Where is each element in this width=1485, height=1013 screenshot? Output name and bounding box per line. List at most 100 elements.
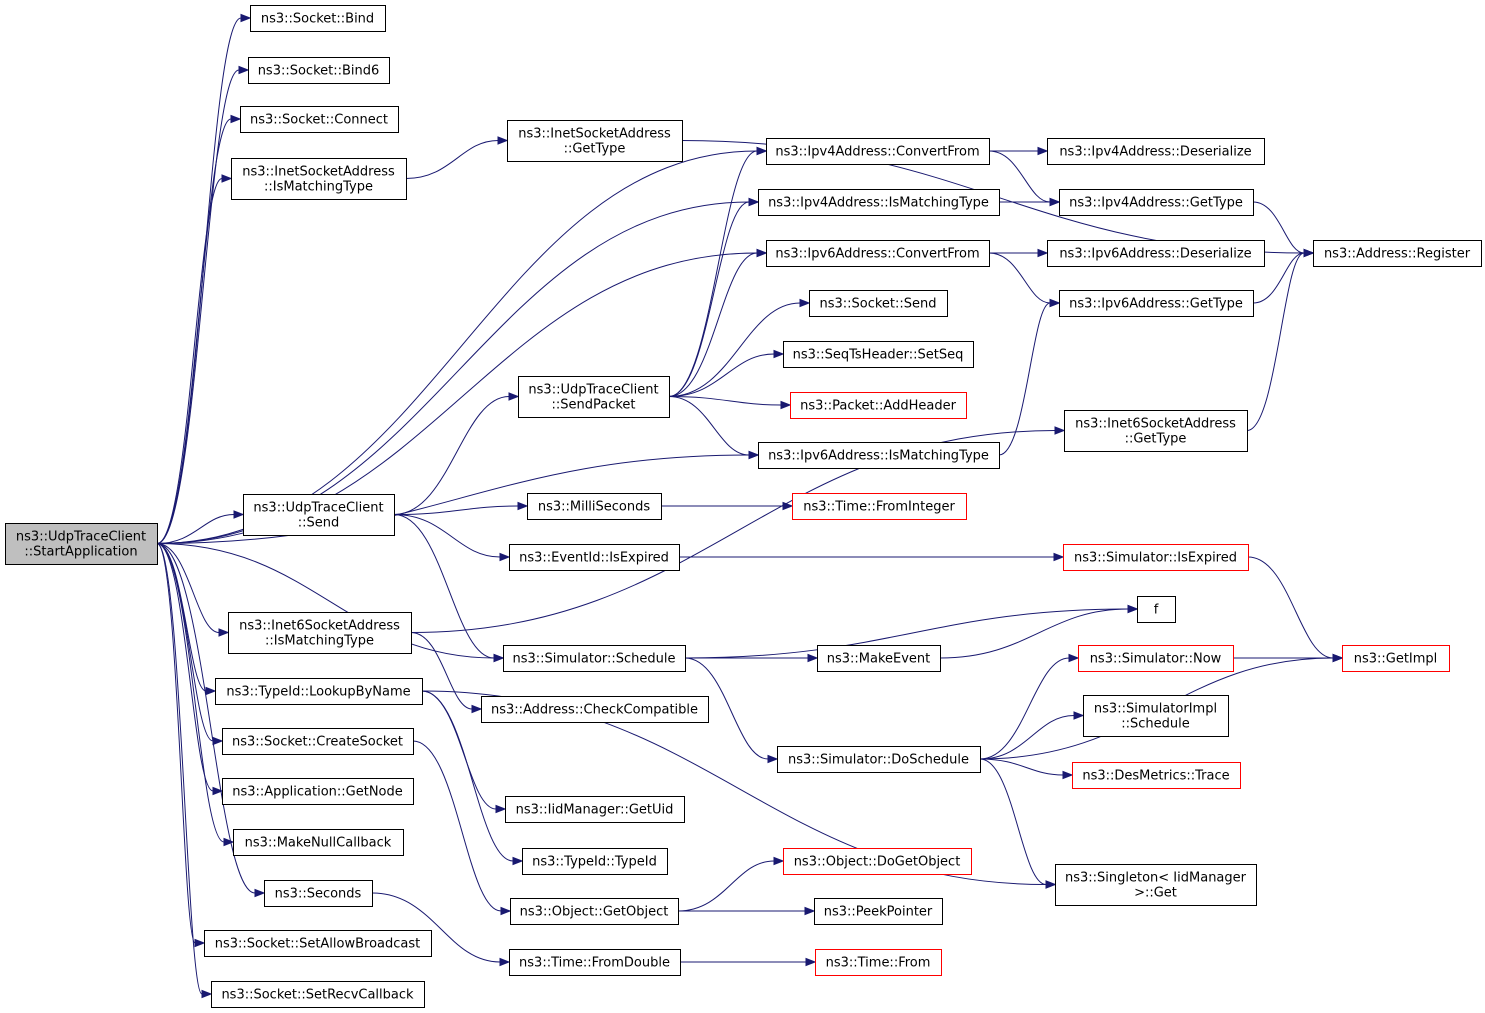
node-box (231, 158, 407, 200)
arrowhead (1037, 248, 1049, 258)
node-label: ns3::Inet6SocketAddress (239, 619, 400, 634)
node-bind[interactable]: ns3::Socket::Bind (250, 5, 386, 32)
node-getnode[interactable]: ns3::Application::GetNode (222, 778, 414, 805)
node-addr-reg[interactable]: ns3::Address::Register (1313, 240, 1482, 267)
arrowhead (1054, 426, 1066, 435)
node-inet-gettype[interactable]: ns3::InetSocketAddress::GetType (507, 120, 683, 162)
node-recvcb[interactable]: ns3::Socket::SetRecvCallback (211, 981, 425, 1008)
node-box (758, 442, 1000, 469)
node-sim-now[interactable]: ns3::Simulator::Now (1078, 645, 1234, 672)
edge-dosched-to-simimpl_sched (979, 711, 1085, 760)
node-sim-sched[interactable]: ns3::Simulator::Schedule (503, 645, 686, 672)
node-createsock[interactable]: ns3::Socket::CreateSocket (222, 728, 414, 755)
node-f[interactable]: f (1137, 596, 1176, 623)
node-dogetobj[interactable]: ns3::Object::DoGetObject (783, 848, 972, 875)
node-ipv4-conv[interactable]: ns3::Ipv4Address::ConvertFrom (766, 138, 990, 165)
arrowhead (201, 989, 213, 999)
node-label: ns3::UdpTraceClient (253, 501, 383, 516)
node-box (1055, 864, 1257, 906)
node-label: ns3::Socket::CreateSocket (232, 735, 403, 750)
node-allowbc[interactable]: ns3::Socket::SetAllowBroadcast (204, 930, 432, 957)
node-ipv4-gettype[interactable]: ns3::Ipv4Address::GetType (1059, 189, 1254, 216)
edge-start-to-bind (156, 13, 252, 544)
node-fromdouble[interactable]: ns3::Time::FromDouble (509, 949, 681, 976)
node-getimpl[interactable]: ns3::GetImpl (1342, 645, 1450, 672)
node-lookup[interactable]: ns3::TypeId::LookupByName (215, 678, 423, 705)
node-bind6[interactable]: ns3::Socket::Bind6 (248, 57, 390, 84)
edge-getobj-to-dogetobj (677, 856, 785, 912)
edge-inet6_match-to-inet6_gettype (410, 426, 1066, 633)
node-getobj[interactable]: ns3::Object::GetObject (510, 898, 679, 925)
node-ipv4-deser[interactable]: ns3::Ipv4Address::Deserialize (1047, 138, 1265, 165)
node-ev-expired[interactable]: ns3::EventId::IsExpired (509, 544, 680, 571)
node-nullcb[interactable]: ns3::MakeNullCallback (233, 829, 404, 856)
node-box (248, 57, 390, 84)
node-label: ns3::TypeId::TypeId (532, 855, 657, 870)
edge-start-to-recvcb (156, 543, 213, 999)
node-checkcompat[interactable]: ns3::Address::CheckCompatible (481, 696, 709, 723)
node-ipv4-match[interactable]: ns3::Ipv4Address::IsMatchingType (758, 189, 1000, 216)
node-typeid[interactable]: ns3::TypeId::TypeId (522, 848, 668, 875)
node-simimpl-sched[interactable]: ns3::SimulatorImpl::Schedule (1083, 695, 1229, 737)
node-label: >::Get (1134, 886, 1177, 901)
node-ipv6-gettype[interactable]: ns3::Ipv6Address::GetType (1059, 290, 1254, 317)
node-seqts[interactable]: ns3::SeqTsHeader::SetSeq (783, 341, 974, 368)
node-getuid[interactable]: ns3::IidManager::GetUid (505, 796, 685, 823)
node-addheader[interactable]: ns3::Packet::AddHeader (790, 392, 967, 419)
node-box (1137, 596, 1176, 623)
node-box (1078, 645, 1234, 672)
node-label: ::Schedule (1121, 717, 1190, 732)
arrowhead (517, 501, 529, 511)
node-ipv6-deser[interactable]: ns3::Ipv6Address::Deserialize (1047, 240, 1265, 267)
edge-start-to-seconds (156, 543, 266, 898)
node-timefrom[interactable]: ns3::Time::From (815, 949, 942, 976)
node-ipv6-conv[interactable]: ns3::Ipv6Address::ConvertFrom (766, 240, 990, 267)
node-send[interactable]: ns3::UdpTraceClient::Send (243, 494, 395, 536)
node-seconds[interactable]: ns3::Seconds (264, 880, 373, 907)
arrowhead (1049, 298, 1061, 308)
node-box (766, 138, 990, 165)
node-inet6-gettype[interactable]: ns3::Inet6SocketAddress::GetType (1064, 410, 1248, 452)
node-label: ns3::Socket::Bind6 (258, 64, 380, 79)
node-makeevent[interactable]: ns3::MakeEvent (817, 645, 941, 672)
node-label: ns3::MilliSeconds (538, 500, 651, 515)
arrowhead (240, 13, 252, 23)
node-sock-send[interactable]: ns3::Socket::Send (809, 290, 948, 317)
arrowhead (767, 754, 779, 764)
node-peekptr[interactable]: ns3::PeekPointer (814, 898, 943, 925)
node-label: f (1154, 603, 1159, 618)
edge-makeevent-to-f (939, 604, 1139, 659)
node-ipv6-match[interactable]: ns3::Ipv6Address::IsMatchingType (758, 442, 1000, 469)
node-label: ns3::UdpTraceClient (528, 383, 658, 398)
node-label: ns3::SimulatorImpl (1094, 702, 1217, 717)
arrowhead (1073, 711, 1085, 720)
node-dosched[interactable]: ns3::Simulator::DoSchedule (777, 746, 981, 773)
edge-createsock-to-getobj (412, 740, 512, 916)
node-label: ns3::InetSocketAddress (518, 127, 671, 142)
node-singleton[interactable]: ns3::Singleton< IidManager >::Get (1055, 864, 1257, 906)
node-fromint[interactable]: ns3::Time::FromInteger (792, 493, 967, 520)
node-millis[interactable]: ns3::MilliSeconds (527, 493, 662, 520)
node-box (1083, 695, 1229, 737)
edge-start-to-send (156, 510, 245, 544)
edge-sendpacket-to-seqts (668, 349, 785, 397)
edge-sendpacket-to-ipv4_conv (668, 146, 768, 397)
node-label: ns3::Application::GetNode (232, 785, 403, 800)
arrowhead (782, 501, 794, 511)
node-inet6-match[interactable]: ns3::Inet6SocketAddress::IsMatchingType (228, 612, 412, 654)
node-connect[interactable]: ns3::Socket::Connect (240, 106, 399, 133)
edge-sendpacket-to-sock_send (668, 298, 811, 397)
node-label: ns3::GetImpl (1354, 652, 1438, 667)
node-sim-expired[interactable]: ns3::Simulator::IsExpired (1063, 544, 1249, 571)
node-label: ns3::Time::From (826, 956, 931, 971)
node-inet-match[interactable]: ns3::InetSocketAddress::IsMatchingType (231, 158, 407, 200)
node-label: ns3::Seconds (275, 887, 362, 902)
node-sendpacket[interactable]: ns3::UdpTraceClient::SendPacket (518, 376, 670, 418)
edge-inet6_match-to-checkcompat (410, 632, 483, 714)
node-box (5, 523, 158, 565)
node-box (222, 778, 414, 805)
arrowhead (1049, 197, 1061, 207)
node-desmetrics[interactable]: ns3::DesMetrics::Trace (1072, 762, 1241, 789)
arrowhead (254, 888, 266, 898)
node-box (527, 493, 662, 520)
